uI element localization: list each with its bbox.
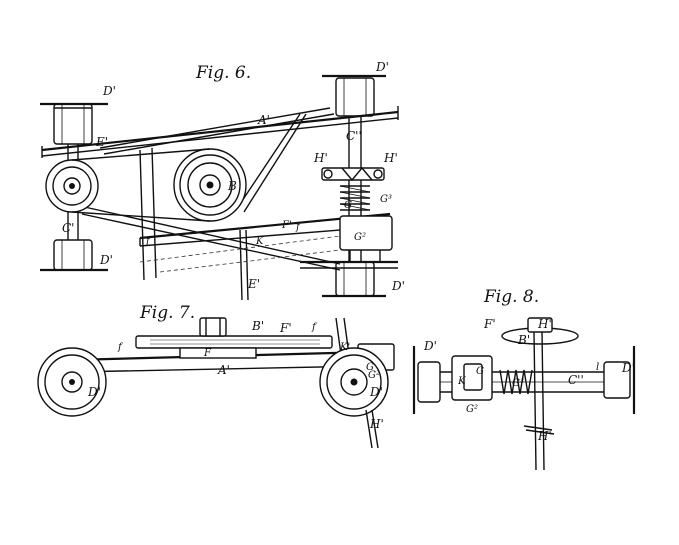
fig6-label-d-top-right: D' [375, 60, 389, 74]
fig8-label-g2: G² [466, 404, 478, 415]
fig7-label-g2: G² [368, 370, 380, 381]
fig8-label-g: G [476, 366, 484, 377]
fig7-label-d-left: D' [87, 385, 101, 399]
fig8-pulley [501, 317, 579, 471]
fig7-label-g: G [366, 362, 374, 373]
fig6-label-e-upper: E' [95, 135, 108, 149]
fig8-label-k: K [457, 376, 466, 387]
fig6-label-a: A' [257, 113, 270, 127]
fig8-label-d-right: D' [621, 361, 635, 375]
fig6-wheel-top-right [322, 74, 386, 117]
fig7-label-f-right: F' [279, 321, 292, 335]
fig6-wheel-bottom-right [322, 261, 386, 298]
fig8-label-h-bottom: H' [537, 429, 552, 443]
fig6-pulley-left [45, 159, 99, 213]
fig7-label-f-small-left: f [117, 342, 124, 353]
fig6-title: Fig. 6. [195, 63, 251, 83]
fig6-wheel-bottom-left [40, 239, 108, 272]
fig8-wheel-left [412, 346, 441, 414]
fig6-label-f-mid: F' [281, 220, 292, 231]
fig6-label-c-right: C'' [346, 129, 362, 143]
fig6-label-f-left: f [145, 236, 152, 247]
fig7-wheel-right [319, 347, 389, 449]
fig6-label-e-lower: E' [247, 277, 260, 291]
fig8-label-h-top: H' [537, 317, 552, 331]
fig7-label-h: H' [369, 417, 384, 431]
figure-8: Fig. 8. F' B' [412, 287, 636, 471]
fig8-label-l: l [596, 362, 599, 373]
fig6-lever [139, 212, 398, 273]
fig7-title: Fig. 7. [139, 303, 195, 323]
fig8-label-f: F' [483, 317, 496, 331]
fig6-label-d-bottom-left: D' [99, 253, 113, 267]
fig8-arm [523, 425, 553, 431]
fig8-label-b: B' [517, 333, 530, 347]
fig7-label-b: B' [251, 319, 264, 333]
fig6-label-f-small: f [295, 222, 302, 233]
fig6-label-h-right: H' [383, 151, 398, 165]
fig7-label-f-small-right: f [311, 322, 318, 333]
fig8-label-d-left: D' [423, 339, 437, 353]
fig6-label-k: K [255, 236, 264, 247]
fig6-label-g3: G³ [380, 194, 392, 205]
fig7-label-a: A' [217, 363, 230, 377]
fig6-label-h-left: H' [313, 151, 328, 165]
fig6-label-d-bottom-right: D' [391, 279, 405, 293]
fig7-label-d-right: D' [369, 385, 383, 399]
fig6-belt [71, 148, 211, 161]
fig8-spring [499, 369, 533, 395]
fig8-wheel-right [603, 346, 636, 414]
fig6-spring [321, 166, 385, 211]
fig8-title: Fig. 8. [483, 287, 539, 307]
fig6-label-g: G [344, 200, 352, 211]
figure-6: Fig. 6. [40, 60, 405, 301]
fig8-label-c: C'' [568, 373, 584, 387]
fig6-wheel-top-left [40, 102, 108, 145]
figure-7: Fig. 7. [37, 303, 395, 449]
fig6-post [139, 147, 249, 301]
fig6-pulley-large [173, 148, 247, 222]
fig7-wheel-left [37, 347, 107, 417]
fig6-label-b: B [227, 179, 237, 193]
fig6-label-d-top-left: D' [102, 84, 116, 98]
fig6-label-g2: G² [354, 232, 366, 243]
fig8-label-g3: G³ [512, 378, 524, 389]
fig7-label-f-mid: F [203, 348, 212, 359]
fig7-label-k: K' [339, 342, 350, 353]
fig6-label-c-left: C' [62, 221, 74, 235]
